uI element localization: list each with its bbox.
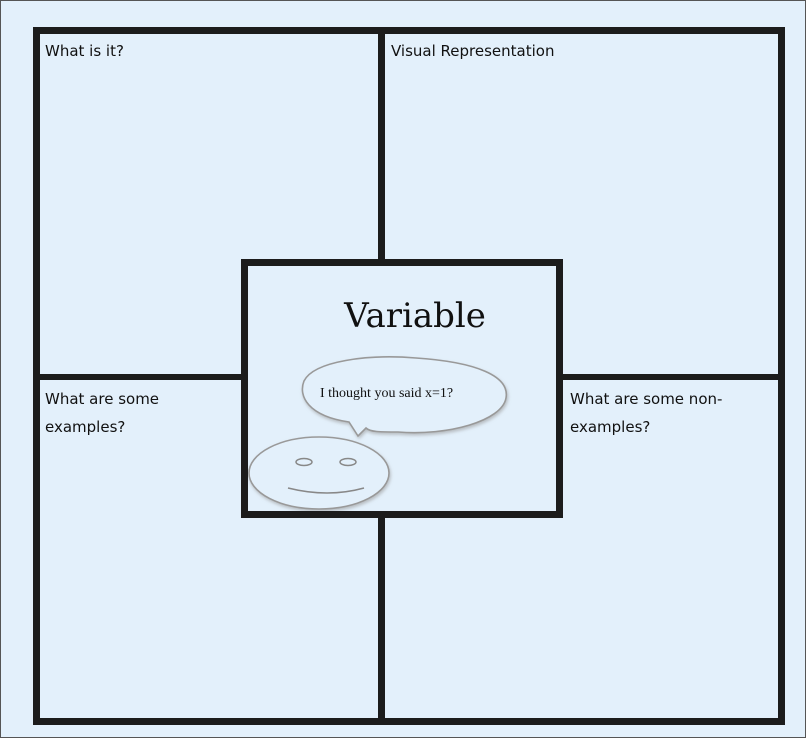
speech-bubble-text: I thought you said x=1? [320, 386, 454, 401]
center-term-box: Variable I thought you said x=1? [241, 259, 563, 518]
smiley-face-outline [248, 436, 390, 510]
examples-label-line2: examples? [45, 418, 126, 436]
smiley-left-eye [295, 457, 313, 467]
smiley-mouth [287, 487, 365, 494]
smiley-right-eye [339, 457, 357, 467]
non-examples-label-line1: What are some non- [570, 390, 723, 408]
speech-bubble-shape [301, 356, 507, 438]
center-term-title: Variable [344, 296, 486, 336]
quadrant-label-examples: What are some examples? [45, 385, 159, 441]
quadrant-label-visual-representation: Visual Representation [391, 42, 555, 60]
quadrant-label-what-is-it: What is it? [45, 42, 124, 60]
quadrant-label-non-examples: What are some non- examples? [570, 385, 722, 441]
examples-label-line1: What are some [45, 390, 160, 408]
smiley-speech-illustration [248, 356, 507, 510]
non-examples-label-line2: examples? [570, 418, 651, 436]
